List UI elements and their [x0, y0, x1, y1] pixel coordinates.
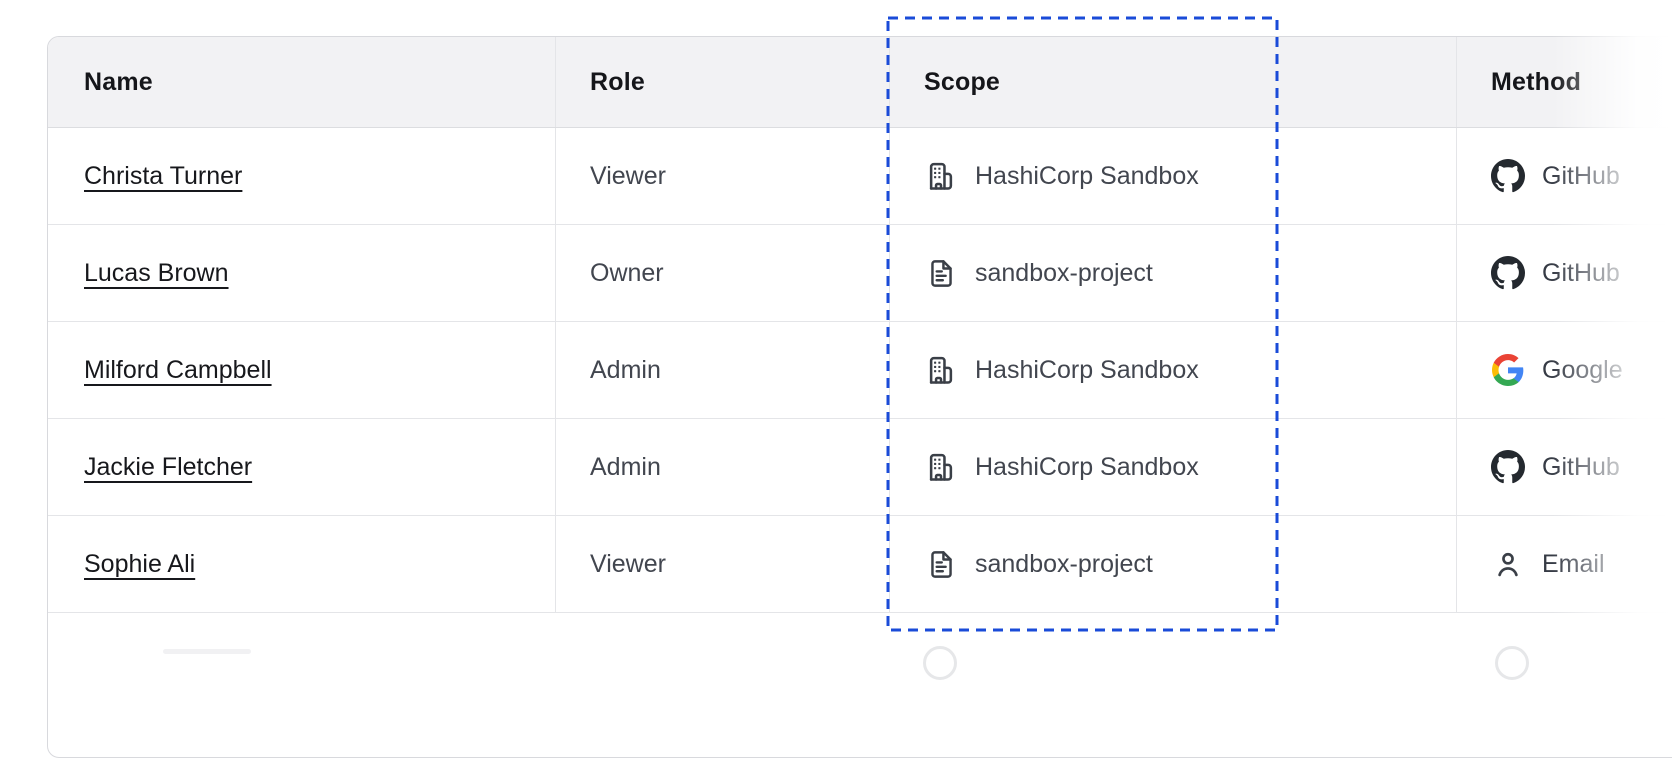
name-cell: Milford Campbell [48, 322, 555, 418]
org-building-icon [924, 353, 958, 387]
scope-cell: sandbox-project [889, 516, 1456, 612]
method-label: Email [1542, 549, 1605, 578]
github-icon [1491, 450, 1525, 484]
scope-cell: sandbox-project [889, 225, 1456, 321]
scope-label: sandbox-project [975, 258, 1153, 287]
file-text-icon [924, 547, 958, 581]
role-cell: Admin [555, 322, 889, 418]
column-header-role: Role [555, 37, 889, 127]
scope-cell: HashiCorp Sandbox [889, 322, 1456, 418]
table-row-partial [48, 613, 1672, 733]
member-name-link[interactable]: Milford Campbell [84, 355, 272, 384]
person-icon [1491, 547, 1525, 581]
role-label: Owner [590, 258, 664, 287]
table-row: Milford Campbell Admin HashiCorp Sandbox Go… [48, 322, 1672, 419]
role-cell: Owner [555, 225, 889, 321]
table-row: Lucas Brown Owner sandbox-project GitHub [48, 225, 1672, 322]
method-cell: GitHub [1456, 419, 1672, 515]
role-label: Admin [590, 355, 661, 384]
method-cell: Email [1456, 516, 1672, 612]
name-cell: Christa Turner [48, 128, 555, 224]
method-cell: GitHub [1456, 225, 1672, 321]
scope-label: HashiCorp Sandbox [975, 355, 1199, 384]
table-row: Sophie Ali Viewer sandbox-project Email [48, 516, 1672, 613]
member-name-link[interactable]: Christa Turner [84, 161, 243, 190]
scope-cell: HashiCorp Sandbox [889, 419, 1456, 515]
scope-label: sandbox-project [975, 549, 1153, 578]
file-text-icon [924, 256, 958, 290]
table-row: Jackie Fletcher Admin HashiCorp Sandbox Git… [48, 419, 1672, 516]
member-name-link[interactable]: Lucas Brown [84, 258, 229, 287]
name-cell: Jackie Fletcher [48, 419, 555, 515]
method-label: Google [1542, 355, 1623, 384]
column-header-method: Method [1456, 37, 1672, 127]
name-cell: Sophie Ali [48, 516, 555, 612]
role-cell: Viewer [555, 128, 889, 224]
role-label: Viewer [590, 161, 666, 190]
column-header-name: Name [84, 67, 153, 96]
role-label: Admin [590, 452, 661, 481]
scope-cell: HashiCorp Sandbox [889, 128, 1456, 224]
org-building-icon [924, 159, 958, 193]
role-cell: Admin [555, 419, 889, 515]
method-label: GitHub [1542, 258, 1620, 287]
table-row: Christa Turner Viewer HashiCorp Sandbox Git… [48, 128, 1672, 225]
scope-label: HashiCorp Sandbox [975, 452, 1199, 481]
scope-label: HashiCorp Sandbox [975, 161, 1199, 190]
name-cell: Lucas Brown [48, 225, 555, 321]
google-icon [1491, 353, 1525, 387]
method-label: GitHub [1542, 161, 1620, 190]
method-label: GitHub [1542, 452, 1620, 481]
table-header-row: Name Role Scope Method [48, 37, 1672, 128]
member-name-link[interactable]: Sophie Ali [84, 549, 196, 578]
method-cell: Google [1456, 322, 1672, 418]
partial-scope-icon-ghost [923, 646, 957, 680]
member-name-link[interactable]: Jackie Fletcher [84, 452, 253, 481]
role-label: Viewer [590, 549, 666, 578]
github-icon [1491, 159, 1525, 193]
partial-method-icon-ghost [1495, 646, 1529, 680]
org-building-icon [924, 450, 958, 484]
method-cell: GitHub [1456, 128, 1672, 224]
role-cell: Viewer [555, 516, 889, 612]
github-icon [1491, 256, 1525, 290]
column-header-scope: Scope [889, 37, 1456, 127]
